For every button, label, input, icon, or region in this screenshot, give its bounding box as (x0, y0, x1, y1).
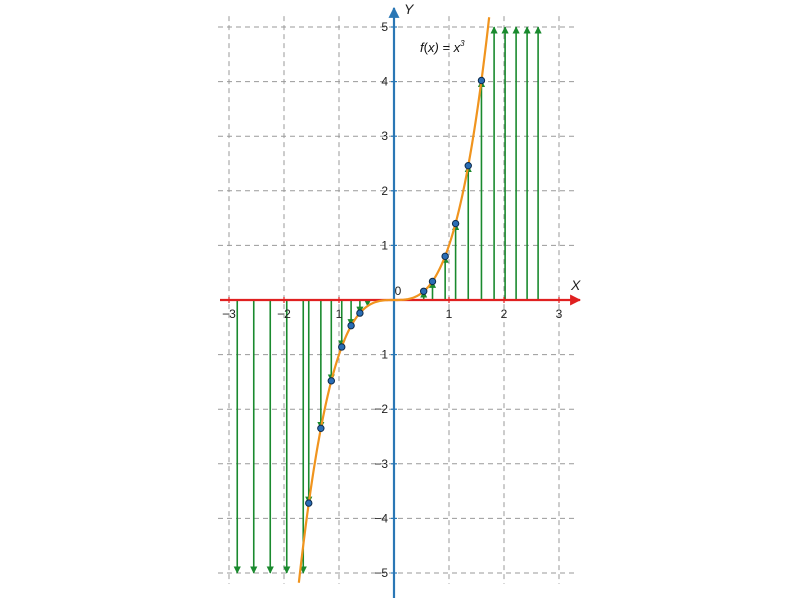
x-tick-label: 1 (446, 307, 453, 321)
origin-label: 0 (395, 284, 402, 298)
data-point (428, 277, 437, 286)
y-tick-label: 5 (381, 20, 388, 34)
y-tick-label: 3 (381, 129, 388, 143)
x-tick-label: −2 (277, 307, 291, 321)
data-point (327, 377, 335, 385)
tick-labels: −3 −2 1 1 2 3 −5 −4 −3 −2 1 1 2 3 4 5 (222, 20, 563, 580)
data-point (356, 309, 364, 317)
data-point (305, 499, 313, 507)
x-tick-label: −3 (222, 307, 236, 321)
y-tick-label: 2 (381, 184, 388, 198)
arrow-series (233, 26, 542, 574)
y-tick-label: 4 (381, 75, 388, 89)
function-variable: x (427, 40, 435, 55)
x-tick-label: 1 (336, 307, 343, 321)
data-point (420, 287, 428, 295)
function-paren: ( (424, 40, 429, 55)
data-point (347, 321, 355, 330)
x-axis-title: X (570, 277, 581, 293)
function-exponent: 3 (460, 39, 465, 48)
y-tick-label: −4 (374, 511, 388, 525)
function-name: f (420, 40, 425, 55)
y-tick-label: 1 (381, 348, 388, 362)
data-point (317, 424, 325, 433)
y-tick-label: −3 (374, 457, 388, 471)
data-point (338, 343, 346, 351)
y-tick-label: −5 (374, 566, 388, 580)
axes (220, 6, 582, 598)
data-point (464, 161, 472, 170)
y-tick-label: 1 (381, 238, 388, 252)
point-series (305, 76, 486, 507)
data-point (477, 76, 486, 85)
function-rest: ) = x (432, 40, 460, 55)
function-label: f(x) = x3 (420, 39, 465, 55)
data-point (451, 219, 460, 228)
x-tick-label: 2 (501, 307, 508, 321)
y-tick-label: −2 (374, 402, 388, 416)
y-axis-title: Y (404, 1, 415, 17)
x-tick-label: 3 (556, 307, 563, 321)
data-point (441, 252, 449, 261)
